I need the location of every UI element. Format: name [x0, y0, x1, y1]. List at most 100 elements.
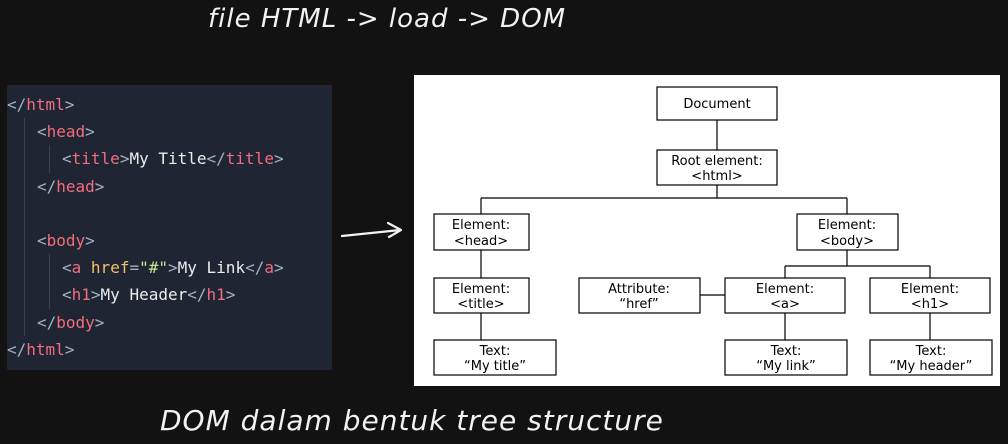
indent-guide: [24, 226, 25, 255]
code-token: html: [26, 339, 65, 359]
node-text-title-line2: “My title”: [464, 359, 526, 374]
code-token: <: [37, 230, 47, 250]
node-attribute-line1: Attribute:: [608, 282, 670, 297]
bottom-caption: DOM dalam bentuk tree structure: [160, 404, 664, 437]
code-token: h1: [71, 285, 91, 305]
node-text-title: Text: “My title”: [433, 339, 557, 376]
code-token: >: [64, 339, 75, 359]
indent-guide: [24, 281, 25, 309]
code-token: a: [264, 258, 274, 278]
code-line: </body>: [7, 308, 332, 336]
code-token: </: [7, 339, 27, 359]
code-token: My Link: [177, 258, 246, 278]
node-h1-line1: Element:: [901, 282, 959, 297]
code-token: a: [71, 258, 82, 278]
node-attribute: Attribute: “href”: [578, 277, 701, 314]
node-attribute-line2: “href”: [619, 297, 658, 312]
code-token: </: [206, 149, 226, 169]
node-title: Element: <title>: [433, 277, 530, 314]
code-token: >: [85, 230, 95, 250]
code-line: <head>: [7, 118, 332, 146]
indent-guide: [49, 281, 50, 309]
code-token: >: [94, 176, 105, 196]
node-title-line2: <title>: [457, 297, 504, 312]
node-text-link-line1: Text:: [770, 344, 802, 359]
code-token: </: [187, 285, 207, 305]
code-token: "#": [139, 258, 168, 278]
code-token: [81, 258, 91, 277]
indent-guide: [24, 118, 25, 146]
node-document-label: Document: [683, 97, 750, 112]
code-token: >: [119, 149, 130, 169]
node-text-link-line2: “My link”: [756, 359, 816, 374]
node-head-line1: Element:: [452, 218, 510, 233]
node-head: Element: <head>: [433, 213, 530, 251]
code-token: body: [56, 312, 95, 332]
code-token: h1: [206, 285, 226, 305]
indent-guide: [24, 254, 25, 282]
code-token: >: [168, 258, 178, 278]
code-line: <title>My Title</title>: [7, 145, 332, 173]
code-line: </html>: [7, 91, 332, 118]
code-token: head: [56, 176, 95, 196]
code-token: </: [245, 258, 265, 278]
node-a-line2: <a>: [770, 297, 800, 312]
node-head-line2: <head>: [454, 234, 508, 249]
code-token: title: [71, 149, 120, 169]
code-token: >: [64, 95, 75, 114]
code-token: <: [62, 258, 72, 278]
node-a-line1: Element:: [756, 282, 814, 297]
node-body-line2: <body>: [820, 234, 874, 249]
code-token: </: [37, 176, 57, 196]
indent-guide: [49, 254, 50, 282]
code-panel: </html><head><title>My Title</title></he…: [7, 85, 332, 370]
code-token: href: [90, 258, 130, 278]
code-token: html: [26, 95, 65, 114]
indent-guide: [24, 172, 25, 200]
node-text-header-line2: “My header”: [890, 359, 973, 374]
node-root-line2: <html>: [691, 169, 742, 184]
node-h1-line2: <h1>: [911, 297, 949, 312]
code-token: My Title: [129, 149, 207, 169]
code-line: <body>: [7, 226, 332, 255]
code-token: <: [37, 122, 47, 142]
node-body: Element: <body>: [796, 213, 899, 251]
indent-guide: [24, 145, 25, 173]
code-token: >: [273, 258, 284, 278]
node-root: Root element: <html>: [656, 149, 778, 186]
node-title-line1: Element:: [452, 282, 510, 297]
code-token: <: [62, 149, 72, 169]
code-token: >: [225, 285, 236, 305]
node-a: Element: <a>: [724, 277, 846, 314]
top-caption: file HTML -> load -> DOM: [208, 4, 567, 34]
code-token: >: [85, 122, 95, 142]
code-token: My Header: [100, 285, 188, 305]
indent-guide: [24, 308, 25, 336]
code-token: title: [225, 149, 274, 169]
code-token: </: [37, 312, 57, 332]
code-token: </: [7, 95, 27, 114]
dom-tree-diagram: Document Root element: <html> Element: <…: [414, 75, 1000, 386]
code-token: head: [46, 122, 86, 142]
code-token: >: [90, 285, 101, 305]
node-text-title-line1: Text:: [479, 344, 511, 359]
tree-edges: [480, 120, 931, 340]
code-token: >: [273, 149, 284, 169]
node-document: Document: [656, 86, 778, 121]
code-line: </html>: [7, 336, 332, 363]
code-line: </head>: [7, 172, 332, 200]
code-token: >: [94, 312, 105, 332]
node-text-header-line1: Text:: [915, 344, 947, 359]
indent-guide: [49, 145, 50, 173]
indent-guide: [24, 199, 25, 227]
code-token: =: [129, 258, 140, 278]
right-arrow-icon: [340, 221, 403, 239]
code-line: <a href="#">My Link</a>: [7, 254, 332, 282]
code-token: <: [62, 285, 72, 305]
code-line: <h1>My Header</h1>: [7, 281, 332, 309]
node-h1: Element: <h1>: [869, 277, 991, 314]
node-body-line1: Element:: [818, 218, 876, 233]
node-text-link: Text: “My link”: [724, 339, 848, 376]
code-token: body: [46, 230, 86, 250]
code-line: [7, 199, 332, 227]
